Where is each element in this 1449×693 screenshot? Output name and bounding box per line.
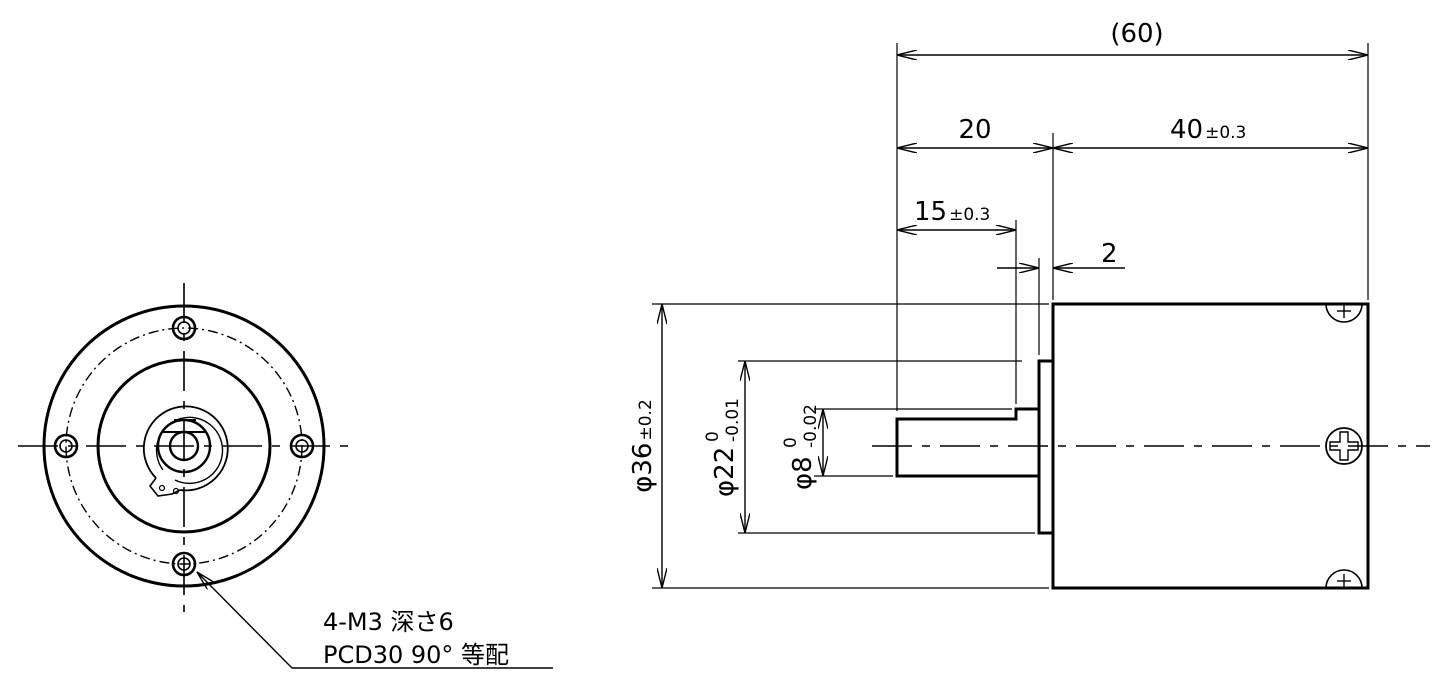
dim-body-label: 40±0.3: [1170, 115, 1246, 145]
boss-circle: [96, 358, 272, 534]
dim-flange-label: 2: [1101, 239, 1118, 269]
dia-shaft-value: φ8: [788, 456, 818, 490]
note-leader: [197, 572, 553, 669]
dim-shaft-tolerance: ±0.3: [949, 205, 990, 225]
flange-outer-circle: [42, 304, 326, 588]
flange-plate: [1037, 359, 1055, 535]
dia-body-label: φ36±0.2: [628, 399, 658, 493]
front-view: [18, 283, 553, 669]
mount-hole-right: [289, 433, 315, 459]
dia-body-tolerance: ±0.2: [636, 399, 656, 440]
mount-hole-top: [171, 315, 197, 341]
body-screw-top: [1325, 303, 1363, 323]
dim-overall-label: (60): [1110, 19, 1163, 49]
dia-boss-value: φ22: [710, 447, 740, 497]
dim-shaft-ext-label: 20: [958, 115, 991, 145]
dia-shaft-label: φ8 0 -0.02: [781, 404, 821, 490]
hole-note-line2: PCD30 90° 等配: [323, 641, 509, 669]
side-view: [652, 43, 1430, 590]
extension-lines: [652, 43, 1369, 589]
mount-hole-left: [53, 433, 79, 459]
dia-boss-tol-lower: -0.01: [723, 398, 743, 442]
pcd-circle: [65, 327, 303, 565]
dia-boss-tol-upper: 0: [703, 431, 723, 442]
body-screw-bottom: [1325, 569, 1363, 589]
dia-shaft-tol-upper: 0: [781, 437, 801, 448]
mount-hole-bottom: [171, 551, 197, 577]
body-screw-center: [1325, 427, 1363, 465]
dia-boss-label: φ22 0 -0.01: [703, 398, 743, 497]
dim-body-tolerance: ±0.3: [1205, 123, 1246, 143]
dia-shaft-tol-lower: -0.02: [801, 404, 821, 448]
hole-note-line1: 4-M3 深さ6: [323, 608, 454, 636]
dim-shaft-label: 15±0.3: [914, 197, 990, 227]
shaft: [895, 407, 1039, 478]
